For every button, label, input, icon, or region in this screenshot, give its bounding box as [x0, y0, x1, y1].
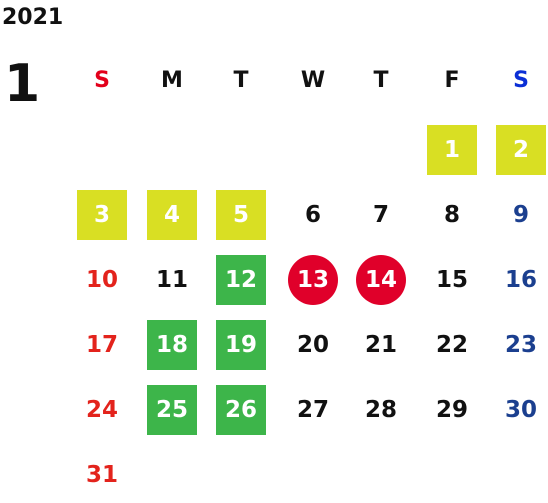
- weekday-0: S: [94, 68, 110, 93]
- day-14: 14: [356, 255, 406, 305]
- day-24: 24: [85, 397, 118, 423]
- day-15: 15: [435, 267, 468, 293]
- day-20: 20: [296, 332, 329, 358]
- day-26: 26: [216, 385, 266, 435]
- day-23: 23: [504, 332, 537, 358]
- day-5: 5: [216, 190, 266, 240]
- day-12: 12: [216, 255, 266, 305]
- day-27: 27: [296, 397, 329, 423]
- day-18: 18: [147, 320, 197, 370]
- weekday-6: S: [513, 68, 529, 93]
- day-30: 30: [504, 397, 537, 423]
- weekday-5: F: [444, 68, 460, 93]
- day-10: 10: [85, 267, 118, 293]
- day-11: 11: [155, 267, 188, 293]
- day-7: 7: [372, 202, 389, 228]
- day-29: 29: [435, 397, 468, 423]
- day-2: 2: [496, 125, 546, 175]
- day-1: 1: [427, 125, 477, 175]
- day-3: 3: [77, 190, 127, 240]
- day-19: 19: [216, 320, 266, 370]
- weekday-1: M: [161, 68, 183, 93]
- weekday-3: W: [300, 68, 326, 93]
- day-13: 13: [288, 255, 338, 305]
- day-4: 4: [147, 190, 197, 240]
- day-25: 25: [147, 385, 197, 435]
- day-9: 9: [512, 202, 529, 228]
- day-16: 16: [504, 267, 537, 293]
- year-label: 2021: [2, 5, 64, 30]
- weekday-4: T: [373, 68, 389, 93]
- day-6: 6: [304, 202, 321, 228]
- day-8: 8: [443, 202, 460, 228]
- month-number: 1: [4, 54, 41, 114]
- day-22: 22: [435, 332, 468, 358]
- day-28: 28: [364, 397, 397, 423]
- day-21: 21: [364, 332, 397, 358]
- day-17: 17: [85, 332, 118, 358]
- day-31: 31: [85, 462, 118, 488]
- weekday-2: T: [233, 68, 249, 93]
